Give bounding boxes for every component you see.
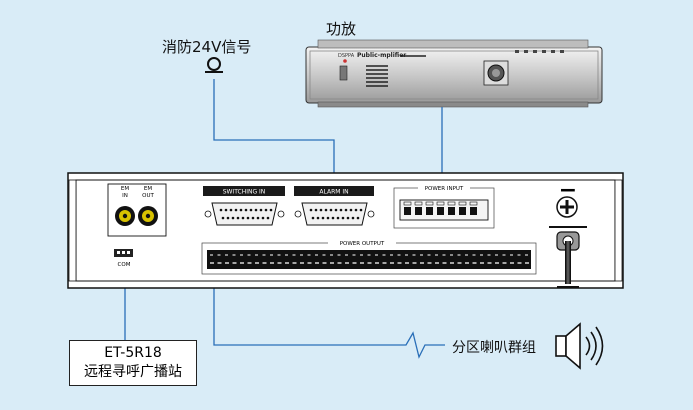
zone-speaker-label: 分区喇叭群组 xyxy=(452,340,536,356)
em-out-label-line1: EM xyxy=(144,186,152,192)
power-output-label: POWER OUTPUT xyxy=(340,241,385,247)
remote-paging-station: ET-5R18 远程寻呼广播站 xyxy=(69,340,197,386)
remote-station-name: 远程寻呼广播站 xyxy=(84,364,182,380)
com-port-icon xyxy=(114,249,133,257)
amp-vent-icon xyxy=(366,65,388,87)
em-out-label-line2: OUT xyxy=(142,193,154,199)
speaker-icon xyxy=(555,322,604,370)
amplifier-device: DSPPA Public-mplifier xyxy=(305,39,603,108)
power-output-terminal-icon xyxy=(207,250,531,269)
switching-in-connector-icon xyxy=(204,202,285,226)
amp-power-switch-icon xyxy=(339,65,348,81)
alarm-in-label: ALARM IN xyxy=(319,189,348,196)
power-cord-icon xyxy=(556,231,580,284)
minus-sign: − xyxy=(559,178,577,203)
power-input-label: POWER INPUT xyxy=(425,186,464,192)
amp-brand-text: DSPPA xyxy=(338,53,355,59)
alarm-in-connector-icon xyxy=(294,202,375,226)
switching-in-label: SWITCHING IN xyxy=(223,189,266,196)
amp-led-icon xyxy=(343,59,347,63)
amplifier-label: 功放 xyxy=(326,20,357,38)
em-in-label-line2: IN xyxy=(122,193,128,199)
power-input-terminal-icon xyxy=(399,199,489,221)
fire-signal-port-icon xyxy=(205,57,223,73)
com-label: COM xyxy=(118,262,131,268)
em-in-jack-icon xyxy=(115,206,135,226)
em-out-jack-icon xyxy=(138,206,158,226)
fire-signal-label: 消防24V信号 xyxy=(162,38,252,56)
em-in-label-line1: EM xyxy=(121,186,129,192)
amp-model-text: Public-mplifier xyxy=(357,52,406,59)
ground-screw-icon xyxy=(556,196,578,218)
remote-station-model: ET-5R18 xyxy=(104,345,162,361)
main-unit-device: EM IN EM OUT COM SWITCHING IN xyxy=(67,172,624,289)
amp-level-meter-icon xyxy=(515,50,564,53)
